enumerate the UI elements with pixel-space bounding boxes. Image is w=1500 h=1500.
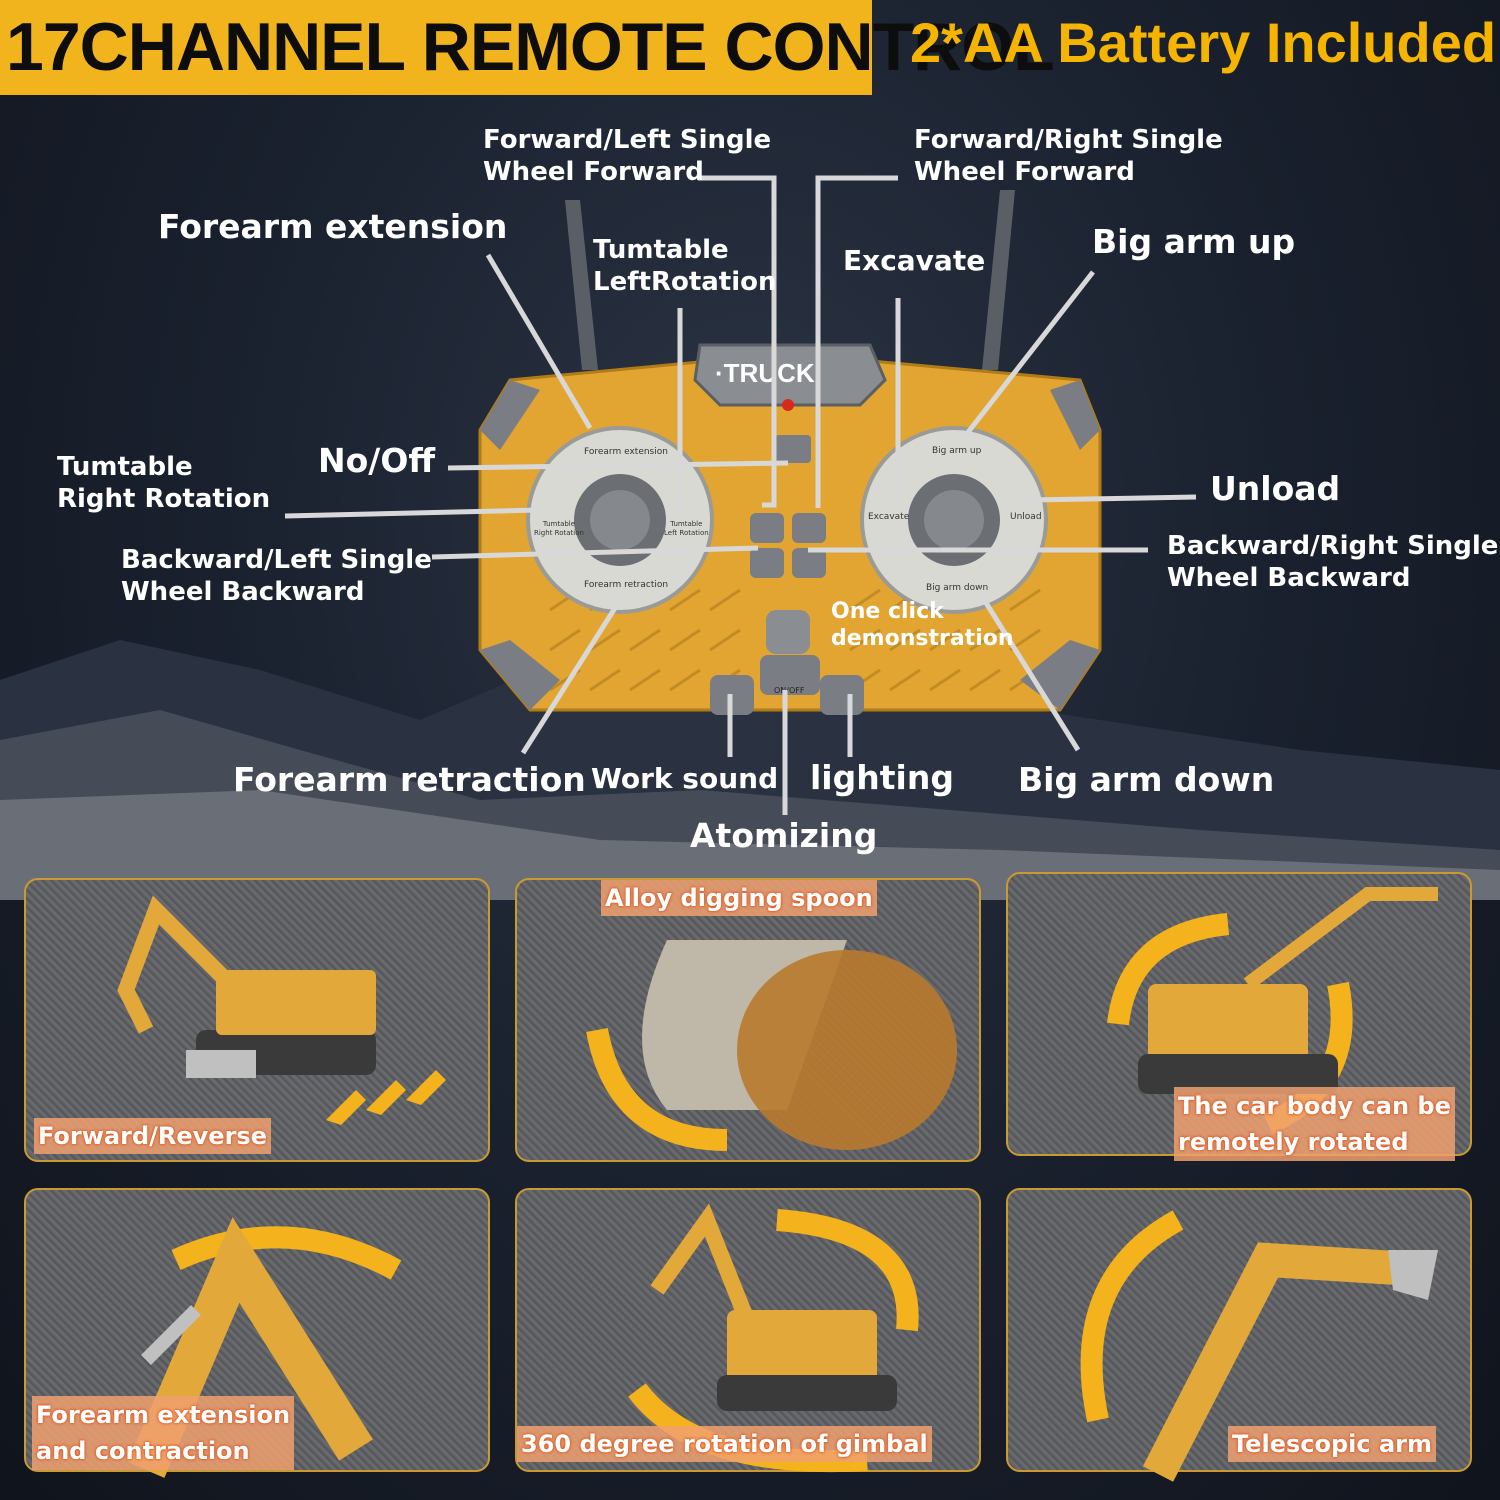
label-unload: Unload [1210, 469, 1341, 508]
digging-spoon-image [586, 940, 957, 1151]
rotating-excavator-image [1107, 887, 1438, 1135]
caption-alloy-digging-spoon: Alloy digging spoon [601, 880, 877, 916]
label-big-arm-up: Big arm up [1092, 222, 1296, 261]
excavator-image [117, 895, 446, 1125]
feature-panel-gimbal: 360 degree rotation of gimbal [515, 1188, 981, 1473]
dial-label-forearm-extension: Forearm extension [584, 447, 668, 457]
label-lighting: lighting [810, 758, 954, 797]
label-backward-right: Backward/Right Single Wheel Backward [1167, 531, 1499, 593]
label-work-sound: Work sound [591, 762, 779, 795]
label-forearm-retraction: Forearm retraction [233, 760, 586, 799]
dial-label-forearm-retraction: Forearm retraction [584, 580, 669, 590]
feature-panel-telescopic-arm: Telescopic arm [1006, 1188, 1472, 1482]
label-backward-left: Backward/Left Single Wheel Backward [121, 545, 432, 607]
caption-telescopic-arm: Telescopic arm [1228, 1426, 1436, 1462]
label-forward-left: Forward/Left Single Wheel Forward [483, 125, 772, 187]
label-tumtable-left: Tumtable LeftRotation [593, 235, 777, 297]
label-one-click-demo: One click demonstration [831, 599, 1014, 651]
battery-note: 2*AA Battery Included [910, 11, 1497, 74]
label-no-off: No/Off [318, 441, 436, 480]
label-tumtable-right: Tumtable Right Rotation [57, 452, 271, 514]
feature-panel-forearm: Forearm extension and contraction [24, 1188, 490, 1478]
dial-label-tumtable-right: Tumtable Right Rotation [534, 520, 584, 537]
label-excavate: Excavate [843, 244, 986, 277]
right-antenna [982, 190, 1015, 370]
dial-label-big-arm-down: Big arm down [926, 583, 989, 593]
channel-title-banner: 17CHANNEL REMOTE CONTROL [0, 0, 1055, 95]
remote-brand: ·TRUCK· [715, 358, 824, 388]
telescopic-arm-image [1080, 1210, 1438, 1482]
dial-label-tumtable-left: Tumtable Left Rotation [664, 520, 709, 537]
dial-label-unload: Unload [1010, 512, 1042, 522]
dial-label-big-arm-up: Big arm up [932, 446, 982, 456]
label-forearm-extension: Forearm extension [158, 207, 508, 246]
feature-panel-forward-reverse: Forward/Reverse [24, 878, 490, 1162]
gimbal-image [628, 1203, 919, 1473]
caption-forearm: Forearm extension and contraction [32, 1396, 295, 1470]
feature-panel-body-rotation: The car body can be remotely rotated [1006, 872, 1472, 1161]
caption-forward-reverse: Forward/Reverse [34, 1118, 271, 1154]
remote-controller [478, 190, 1102, 715]
label-atomizing: Atomizing [690, 816, 878, 855]
caption-gimbal-rotation: 360 degree rotation of gimbal [517, 1426, 932, 1462]
onoff-label: ON/OFF [774, 686, 805, 695]
label-forward-right: Forward/Right Single Wheel Forward [914, 125, 1223, 187]
label-big-arm-down: Big arm down [1018, 760, 1275, 799]
caption-body-rotation: The car body can be remotely rotated [1174, 1087, 1455, 1161]
dial-label-excavate: Excavate [868, 512, 910, 522]
feature-panel-digging-spoon: Alloy digging spoon [515, 878, 981, 1162]
